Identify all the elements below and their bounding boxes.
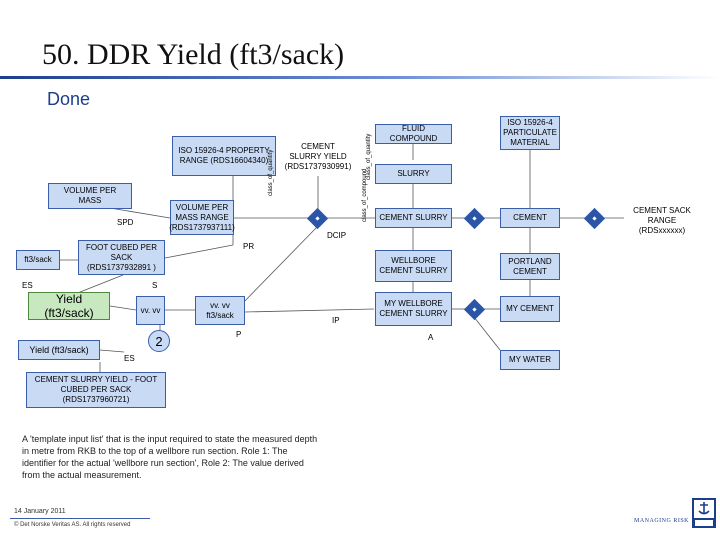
volume-per-mass-box: VOLUME PER MASS [48, 183, 132, 209]
logo-tagline: MANAGING RISK [634, 518, 690, 524]
iso-particulate-box: ISO 15926-4 PARTICULATE MATERIAL [500, 116, 560, 150]
label-es-left: ES [22, 281, 33, 290]
footer-date: 14 January 2011 [14, 508, 66, 515]
my-wellbore-cement-slurry-box: MY WELLBORE CEMENT SLURRY [375, 292, 452, 326]
label-ip: IP [332, 316, 340, 325]
label-spd: SPD [117, 218, 134, 227]
line-diamond4-to-my-water [473, 316, 501, 351]
line-diamond1-to-vvvv-ft3 [237, 225, 319, 309]
my-water-box: MY WATER [500, 350, 560, 370]
cement-sack-range-box: CEMENT SACK RANGE (RDSxxxxxx) [624, 205, 700, 237]
title-underline [0, 76, 720, 79]
vvvv-value-box: vv. vv [136, 296, 165, 325]
ft3-sack-box: ft3/sack [16, 250, 60, 270]
wellbore-cement-slurry-box: WELLBORE CEMENT SLURRY [375, 250, 452, 282]
line-yield-small-to-es [99, 349, 125, 353]
slurry-box: SLURRY [375, 164, 452, 184]
foot-cubed-per-sack-box: FOOT CUBED PER SACK (RDS1737932891 ) [78, 240, 165, 275]
vertical-label-class-of-quantity: class_of_quantity [268, 149, 274, 196]
company-logo-icon [692, 498, 716, 528]
yield-green-box: Yield (ft3/sack) [28, 292, 110, 320]
label-p: P [236, 330, 242, 339]
cement-slurry-yield-box: CEMENT SLURRY YIELD (RDS1737930991) [282, 138, 354, 176]
template-note: A 'template input list' that is the inpu… [22, 434, 318, 480]
cement-slurry-yield-foot-box: CEMENT SLURRY YIELD - FOOT CUBED PER SAC… [26, 372, 166, 408]
iso-property-range-box: ISO 15926-4 PROPERTY RANGE (RDS16604340) [172, 136, 276, 176]
my-cement-box: MY CEMENT [500, 296, 560, 322]
label-s: S [152, 281, 158, 290]
label-a: A [428, 333, 434, 342]
line-foot-cubed-to-vpm-range [164, 244, 234, 259]
page-subtitle: Done [47, 89, 91, 109]
volume-per-mass-range-box: VOLUME PER MASS RANGE (RDS1737937111) [169, 200, 235, 235]
label-es-bottom: ES [124, 354, 135, 363]
vvvv-ft3-sack-box: vv. vv ft3/sack [195, 296, 245, 325]
footer-divider [10, 518, 150, 519]
label-pr: PR [243, 242, 255, 251]
fluid-compound-box: FLUID COMPOUND [375, 124, 452, 144]
line-vpm-to-vpm-range [109, 207, 171, 219]
cement-slurry-box: CEMENT SLURRY [375, 208, 452, 228]
template-number-circle: 2 [148, 330, 170, 352]
cement-box: CEMENT [500, 208, 560, 228]
line-my-wellbore-to-vvvv-ft3 [244, 308, 375, 313]
label-dcip: DCIP [327, 231, 347, 240]
footer-copyright: © Det Norske Veritas AS. All rights rese… [14, 522, 131, 528]
vertical-label-class-of-quantity-2: class_of_quantity [366, 133, 372, 180]
page-title: 50. DDR Yield (ft3/sack) [42, 38, 345, 71]
line-yield-to-vvvv [109, 305, 137, 311]
portland-cement-box: PORTLAND CEMENT [500, 253, 560, 280]
yield-small-box: Yield (ft3/sack) [18, 340, 100, 360]
